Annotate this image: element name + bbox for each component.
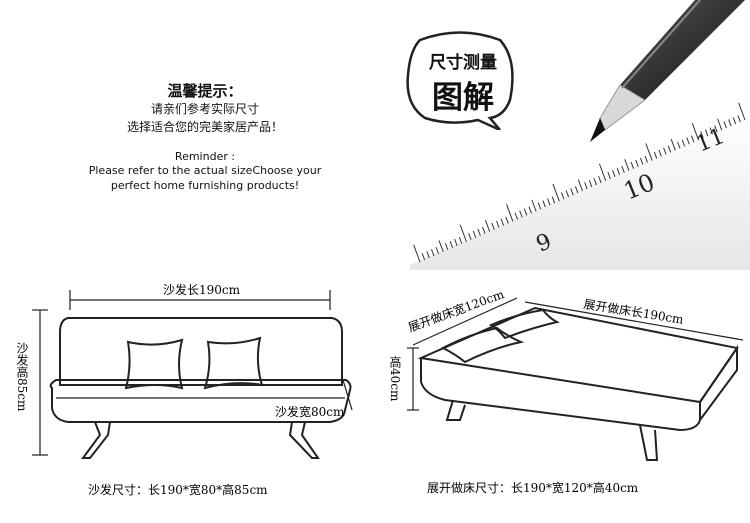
ruler-tick xyxy=(438,240,444,253)
pencil-icon xyxy=(590,0,745,142)
ruler-tick xyxy=(468,232,472,240)
ruler-tick xyxy=(686,137,690,145)
ruler-tick xyxy=(584,182,588,190)
ruler-tick xyxy=(482,226,486,234)
ruler-tick xyxy=(728,119,732,127)
ruler-tick xyxy=(454,238,458,246)
sofa-diagram: 沙发长190cm 沙发宽80cm 沙发高85cm 沙发尺寸：长190*宽80*高… xyxy=(15,282,353,497)
ruler-tick xyxy=(588,180,593,188)
ruler-tick xyxy=(677,141,681,149)
badge-line-1: 尺寸测量 xyxy=(429,53,497,73)
ruler-tick xyxy=(717,118,723,131)
ruler-tick xyxy=(709,127,713,135)
bed-diagram: 展开做床宽120cm 展开做床长190cm 高40cm 展开做床尺寸：长190*… xyxy=(388,286,744,495)
ruler-tick xyxy=(449,240,453,248)
ruler-tick xyxy=(413,244,421,263)
ruler-tick xyxy=(506,204,514,222)
ruler-tick xyxy=(738,102,746,121)
ruler-tick xyxy=(528,206,532,214)
ruler-tick xyxy=(519,210,523,218)
ruler-tick xyxy=(551,196,556,204)
sofa-caption: 沙发尺寸：长190*宽80*高85cm xyxy=(88,482,268,497)
ruler-tick xyxy=(444,243,449,251)
ruler-tick xyxy=(658,149,662,157)
bed-caption: 展开做床尺寸：长190*宽120*高40cm xyxy=(427,480,639,495)
ruler-tick xyxy=(477,228,481,236)
ruler-pencil-illustration: 9 10 11 xyxy=(410,0,750,270)
ruler-tick xyxy=(621,165,625,173)
ruler-tick xyxy=(484,219,491,232)
reminder-line-1-en: Please refer to the actual sizeChoose yo… xyxy=(88,164,322,177)
reminder-line-1-cn: 请亲们参考实际尺寸 xyxy=(150,102,259,116)
ruler-ticks xyxy=(413,102,746,263)
reminder-title-en: Reminder : xyxy=(174,150,236,163)
ruler-tick xyxy=(737,115,741,123)
ruler-tick xyxy=(435,247,440,255)
ruler-tick xyxy=(574,186,579,194)
reminder-title-cn: 温馨提示： xyxy=(167,82,243,100)
ruler-tick xyxy=(645,143,653,161)
sofa-length-label: 沙发长190cm xyxy=(163,282,241,297)
ruler-tick xyxy=(598,163,607,182)
ruler-tick xyxy=(593,178,597,186)
ruler-tick xyxy=(714,125,718,133)
ruler-tick xyxy=(691,123,700,141)
ruler-tick xyxy=(577,179,583,192)
ruler-tick xyxy=(691,135,695,143)
ruler-tick xyxy=(542,200,546,208)
bed-length-label: 展开做床长190cm xyxy=(583,296,686,327)
ruler-tick xyxy=(552,183,560,202)
ruler-tick xyxy=(491,222,495,230)
ruler-tick xyxy=(681,139,686,147)
ruler-tick xyxy=(700,131,704,139)
ruler-tick xyxy=(458,236,463,244)
ruler-tick xyxy=(537,202,542,210)
ruler-tick xyxy=(616,167,621,175)
ruler-tick xyxy=(598,176,602,184)
ruler-tick xyxy=(667,145,672,153)
ruler-tick xyxy=(723,121,727,129)
ruler-tick xyxy=(624,159,630,171)
ruler-tick xyxy=(426,251,430,259)
ruler-tick xyxy=(607,172,611,180)
sofa-height-label: 沙发高85cm xyxy=(15,342,29,412)
ruler-tick xyxy=(561,192,565,200)
ruler-tick xyxy=(421,253,426,261)
ruler-body xyxy=(410,115,750,270)
ruler-tick xyxy=(531,199,537,212)
ruler-tick xyxy=(459,224,467,242)
ruler-tick xyxy=(630,161,635,169)
ruler-tick xyxy=(670,138,676,151)
ruler-tick xyxy=(472,230,477,238)
ruler-tick xyxy=(570,188,574,196)
ruler-tick xyxy=(496,220,500,228)
reminder-line-2-cn: 选择适合您的完美家居产品！ xyxy=(126,120,283,134)
ruler-tick xyxy=(663,147,667,155)
size-diagram-badge xyxy=(406,31,514,130)
ruler-tick xyxy=(704,129,709,137)
ruler-tick xyxy=(635,159,639,167)
sofa-depth-label: 沙发宽80cm xyxy=(275,404,345,419)
bed-height-label: 高40cm xyxy=(388,355,402,402)
ruler-tick xyxy=(505,216,509,224)
ruler-tick xyxy=(500,218,505,226)
ruler-tick xyxy=(523,208,528,216)
ruler-tick xyxy=(431,249,435,257)
ruler-tick xyxy=(639,157,644,165)
ruler-tick xyxy=(644,155,648,163)
ruler-tick xyxy=(547,198,551,206)
badge-line-2: 图解 xyxy=(432,80,494,116)
ruler-tick xyxy=(732,117,737,125)
ruler-tick xyxy=(565,190,570,198)
ruler-tick xyxy=(514,212,518,220)
ruler-tick xyxy=(612,169,616,177)
reminder-line-2-en: perfect home furnishing products! xyxy=(110,179,300,192)
ruler-tick xyxy=(653,151,658,159)
